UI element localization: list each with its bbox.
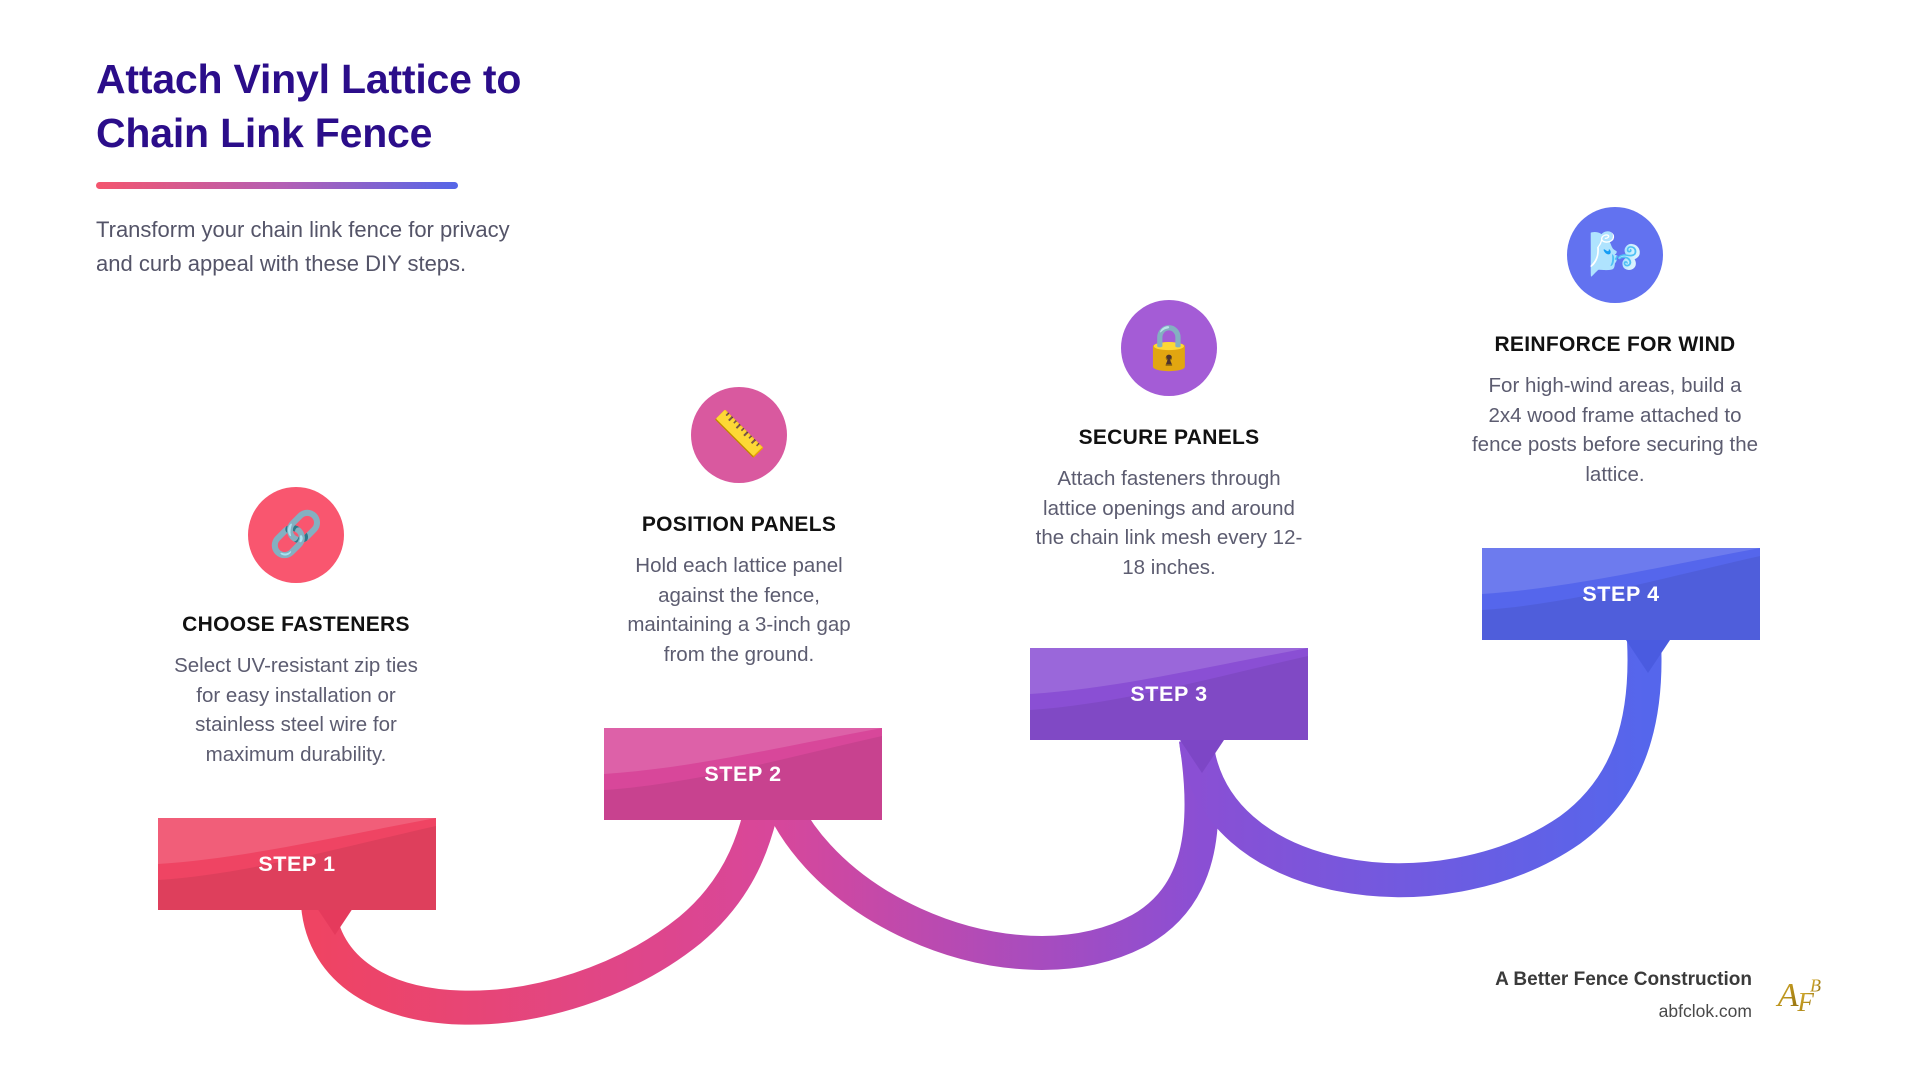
step-3-banner[interactable]: STEP 3 — [1030, 648, 1308, 740]
company-logo-icon: A F B — [1776, 975, 1821, 1017]
title-underline-rule — [96, 182, 458, 190]
svg-text:A: A — [1776, 977, 1799, 1014]
step-3-heading: SECURE PANELS — [1078, 426, 1260, 449]
svg-text:F: F — [1796, 987, 1814, 1017]
step-2-banner[interactable]: STEP 2 — [604, 728, 882, 820]
page-title: Attach Vinyl Lattice to Chain Link Fence — [96, 52, 616, 160]
step-2-heading: POSITION PANELS — [641, 513, 837, 536]
step-2-description: Hold each lattice panel against the fenc… — [627, 554, 851, 667]
lock-glyph: 🔒 — [1141, 323, 1197, 372]
footer-text: A Better Fence Construction abfclok.com — [1495, 969, 1752, 1022]
step-4-banner[interactable]: STEP 4 — [1482, 548, 1760, 640]
step-1-description: Select UV-resistant zip ties for easy in… — [174, 654, 418, 767]
wind-face-icon: 🌬️ — [1567, 207, 1663, 303]
chain-link-icon: 🔗 — [248, 487, 344, 583]
step-1-banner-label: STEP 1 — [258, 851, 336, 876]
step-3: 🔒 SECURE PANELS Attach fasteners through… — [1030, 300, 1308, 583]
step-3-description: Attach fasteners through lattice opening… — [1035, 467, 1303, 580]
step-2: 📏 POSITION PANELS Hold each lattice pane… — [604, 387, 874, 670]
company-website: abfclok.com — [1658, 1000, 1752, 1021]
step-4: 🌬️ REINFORCE FOR WIND For high-wind area… — [1470, 207, 1760, 490]
step-1-heading: CHOOSE FASTENERS — [182, 613, 410, 636]
wind-face-glyph: 🌬️ — [1587, 230, 1643, 279]
step-4-heading: REINFORCE FOR WIND — [1494, 333, 1736, 356]
svg-text:B: B — [1810, 975, 1821, 995]
ruler-glyph: 📏 — [711, 410, 767, 459]
step-1: 🔗 CHOOSE FASTENERS Select UV-resistant z… — [160, 487, 432, 770]
header: Attach Vinyl Lattice to Chain Link Fence… — [96, 52, 616, 280]
page-subtitle: Transform your chain link fence for priv… — [96, 217, 510, 276]
step-3-banner-label: STEP 3 — [1130, 681, 1208, 706]
page-title-line-2: Chain Link Fence — [96, 110, 433, 157]
page-title-line-1: Attach Vinyl Lattice to — [96, 56, 522, 102]
step-4-banner-label: STEP 4 — [1582, 581, 1660, 606]
lock-icon: 🔒 — [1121, 300, 1217, 396]
step-2-banner-label: STEP 2 — [704, 761, 782, 786]
step-4-description: For high-wind areas, build a 2x4 wood fr… — [1471, 374, 1759, 487]
footer-branding: A Better Fence Construction abfclok.com … — [1495, 968, 1828, 1022]
ruler-icon: 📏 — [691, 387, 787, 483]
company-name: A Better Fence Construction — [1495, 968, 1752, 990]
step-1-banner[interactable]: STEP 1 — [158, 818, 436, 910]
chain-link-glyph: 🔗 — [268, 510, 324, 559]
